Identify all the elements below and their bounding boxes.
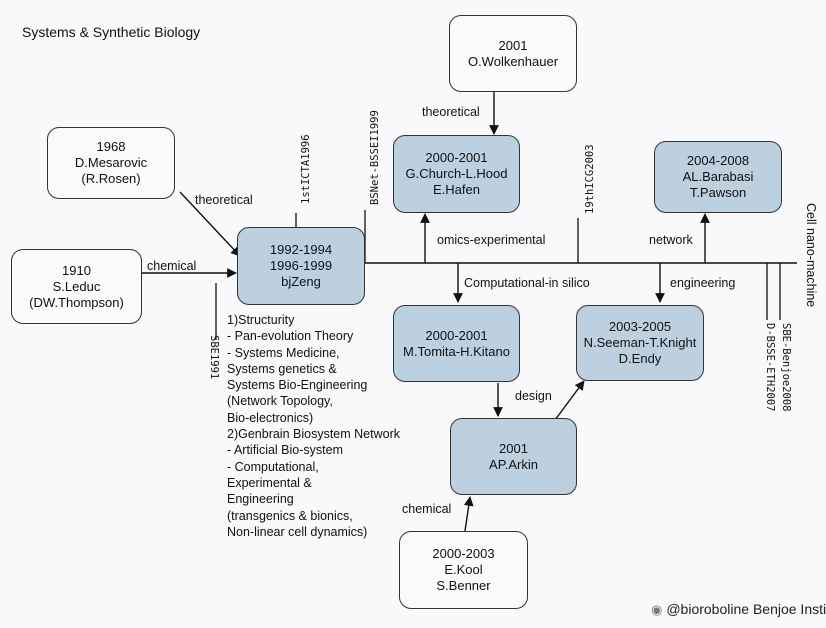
notes-line: Engineering — [227, 492, 294, 507]
node-seeman: 2003-2005 N.Seeman-T.Knight D.Endy — [576, 305, 704, 381]
edge-label-chemical-left: chemical — [147, 259, 197, 273]
node-zeng-line-3: bjZeng — [281, 274, 321, 289]
timeline-label-bssei1999: BSNet-BSSEI1999 — [369, 110, 381, 205]
edge-theoretical-left — [179, 191, 241, 257]
node-tomita-line-1: 2000-2001 — [425, 327, 488, 343]
node-barabasi-line-2: AL.Barabasi — [682, 169, 754, 184]
timeline-label-bsse2007: D-BSSE-ETH2007 — [764, 323, 776, 412]
notes-line: (Network Topology, — [227, 394, 333, 409]
node-mesarovic-line-2: D.Mesarovic — [74, 155, 148, 170]
node-tomita: 2000-2001 M.Tomita-H.Kitano — [393, 305, 520, 382]
notes-list: 1)Structurity - Pan-evolution Theory - S… — [227, 312, 400, 540]
node-church-line-2: G.Church-L.Hood — [405, 166, 508, 181]
notes-line: Experimental & — [227, 475, 312, 490]
node-wolkenhauer-line-2: O.Wolkenhauer — [467, 53, 559, 69]
notes-line: 1)Structurity — [227, 313, 295, 327]
node-barabasi: 2004-2008 AL.Barabasi T.Pawson — [654, 141, 782, 213]
node-barabasi-line-3: T.Pawson — [689, 185, 747, 200]
edge-label-network: network — [649, 233, 693, 247]
notes-line: Systems Bio-Engineering — [227, 378, 368, 393]
edge-arkin-seeman — [554, 380, 585, 421]
notes-line: - Computational, — [227, 459, 319, 474]
notes-line: Systems genetics & — [227, 361, 337, 376]
node-zeng-line-1: 1992-1994 — [269, 242, 333, 257]
timeline-end-label: Cell nano-machine — [804, 203, 818, 308]
node-kool: 2000-2003 E.Kool S.Benner — [399, 531, 528, 609]
edge-label-omics: omics-experimental — [437, 233, 546, 247]
page-title: Systems & Synthetic Biology — [22, 24, 201, 40]
notes-line: (transgenics & bionics, — [227, 508, 353, 523]
node-tomita-line-2: M.Tomita-H.Kitano — [403, 343, 510, 359]
node-seeman-line-3: D.Endy — [618, 351, 662, 366]
node-church-line-3: E.Hafen — [433, 182, 480, 197]
timeline-label-icg2003: 19thICG2003 — [584, 144, 596, 214]
node-seeman-line-1: 2003-2005 — [608, 319, 672, 334]
watermark: ◉@bioroboline Benjoe Institute — [651, 601, 826, 618]
edge-chemical-bottom — [463, 496, 474, 532]
node-arkin: 2001 AP.Arkin — [450, 418, 577, 495]
edge-label-theoretical-left: theoretical — [195, 193, 253, 207]
notes-line: - Artificial Bio-system — [227, 443, 343, 458]
node-leduc: 1910 S.Leduc (DW.Thompson) — [11, 249, 142, 324]
node-kool-line-3: S.Benner — [436, 578, 491, 593]
edge-label-chemical-bottom: chemical — [402, 502, 452, 516]
node-zeng: 1992-1994 1996-1999 bjZeng — [237, 227, 365, 305]
notes-line: - Pan-evolution Theory — [227, 329, 354, 344]
node-church: 2000-2001 G.Church-L.Hood E.Hafen — [393, 135, 520, 213]
edge-label-theoretical-top: theoretical — [422, 105, 480, 119]
node-wolkenhauer: 2001 O.Wolkenhauer — [449, 15, 577, 92]
node-church-line-1: 2000-2001 — [425, 150, 488, 165]
edge-label-engineering: engineering — [670, 276, 736, 290]
timeline-label-icta1996: 1stICTA1996 — [300, 134, 312, 204]
weibo-icon: ◉ — [651, 602, 663, 617]
notes-line: 2)Genbrain Biosystem Network — [227, 427, 400, 442]
node-leduc-line-1: 1910 — [62, 262, 91, 278]
node-kool-line-1: 2000-2003 — [432, 546, 495, 561]
node-mesarovic: 1968 D.Mesarovic (R.Rosen) — [47, 127, 175, 199]
node-seeman-line-2: N.Seeman-T.Knight — [583, 335, 697, 350]
timeline-label-sbe1991: SBE1991 — [208, 335, 220, 380]
node-mesarovic-line-3: (R.Rosen) — [81, 171, 141, 186]
node-arkin-line-1: 2001 — [499, 440, 528, 456]
node-barabasi-line-1: 2004-2008 — [686, 153, 750, 168]
timeline-label-benjoe2008: SBE-Benjoe2008 — [780, 323, 792, 412]
notes-line: Non-linear cell dynamics) — [227, 524, 368, 539]
notes-line: - Systems Medicine, — [227, 345, 340, 360]
edge-label-design: design — [515, 389, 552, 403]
node-arkin-line-2: AP.Arkin — [489, 456, 538, 472]
node-leduc-line-3: (DW.Thompson) — [29, 294, 124, 310]
watermark-text: @bioroboline Benjoe Institute — [666, 601, 826, 617]
node-kool-line-2: E.Kool — [444, 562, 483, 577]
node-mesarovic-line-1: 1968 — [96, 139, 126, 154]
notes-line: Bio-electronics) — [227, 410, 314, 425]
node-zeng-line-2: 1996-1999 — [269, 258, 333, 273]
node-wolkenhauer-line-1: 2001 — [498, 37, 528, 53]
node-leduc-line-2: S.Leduc — [52, 278, 101, 294]
edge-label-computational: Computational-in silico — [464, 276, 590, 290]
